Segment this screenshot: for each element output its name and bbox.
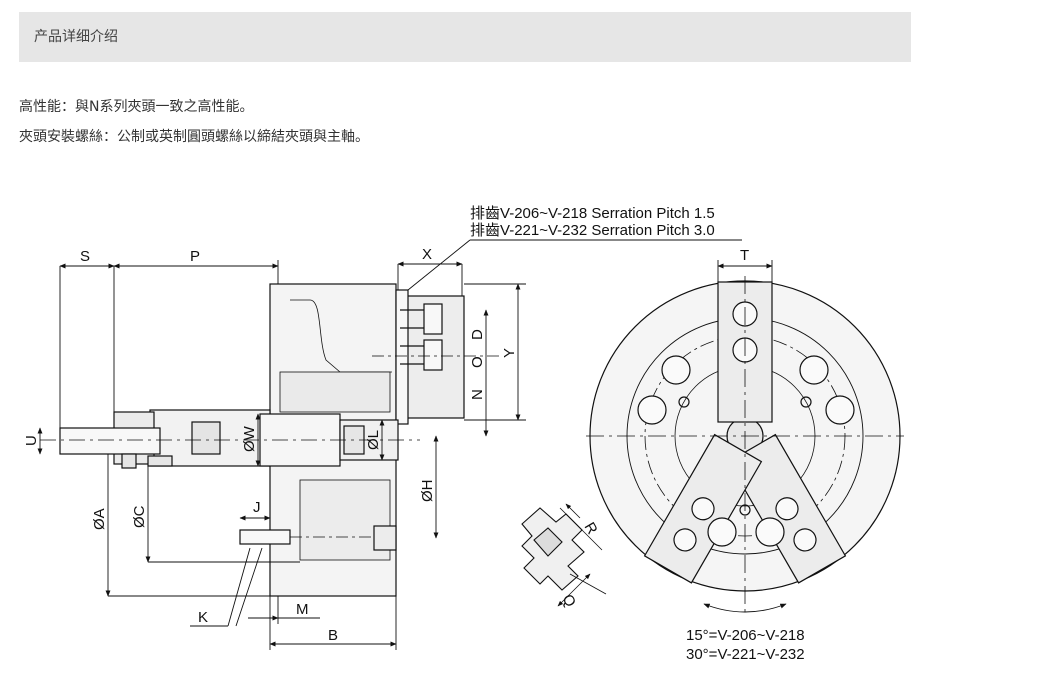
label-H: ØH <box>419 480 436 503</box>
angle-text-2: 30°=V-221~V-232 <box>686 646 805 663</box>
label-O: O <box>469 356 486 368</box>
serration-text-2: 排齒V-221~V-232 Serration Pitch 3.0 <box>470 221 715 239</box>
label-B: B <box>328 627 338 644</box>
label-D: D <box>469 329 486 340</box>
label-P: P <box>190 248 200 265</box>
description-performance: 高性能：與N系列夾頭一致之高性能。 <box>19 99 254 115</box>
label-S: S <box>80 248 90 265</box>
jaw-serration-detail <box>521 503 607 607</box>
tab-product-details[interactable]: 产品详细介绍 <box>34 29 118 45</box>
label-N: N <box>469 389 486 400</box>
label-X: X <box>422 246 432 263</box>
label-U: U <box>23 435 40 446</box>
front-view <box>586 276 904 616</box>
label-T: T <box>740 247 749 264</box>
front-view-dimensions <box>703 260 787 613</box>
label-R: R <box>581 520 601 538</box>
side-view-dimensions <box>37 260 526 650</box>
label-W: ØW <box>241 425 258 452</box>
label-Q: Q <box>559 592 580 611</box>
label-J: J <box>253 499 261 516</box>
serration-text-1: 排齒V-206~V-218 Serration Pitch 1.5 <box>470 204 715 222</box>
label-C: ØC <box>131 505 148 528</box>
label-A: ØA <box>91 508 108 530</box>
label-K: K <box>198 609 208 626</box>
label-M: M <box>296 601 309 618</box>
description-mounting-screws: 夾頭安裝螺絲：公制或英制圓頭螺絲以締結夾頭與主軸。 <box>19 129 369 145</box>
label-L: ØL <box>365 430 382 450</box>
detail-tab-bar: 产品详细介绍 <box>19 12 911 62</box>
angle-text-1: 15°=V-206~V-218 <box>686 627 805 644</box>
label-Y: Y <box>501 348 518 358</box>
side-view <box>40 283 500 597</box>
serration-leader <box>407 239 742 291</box>
